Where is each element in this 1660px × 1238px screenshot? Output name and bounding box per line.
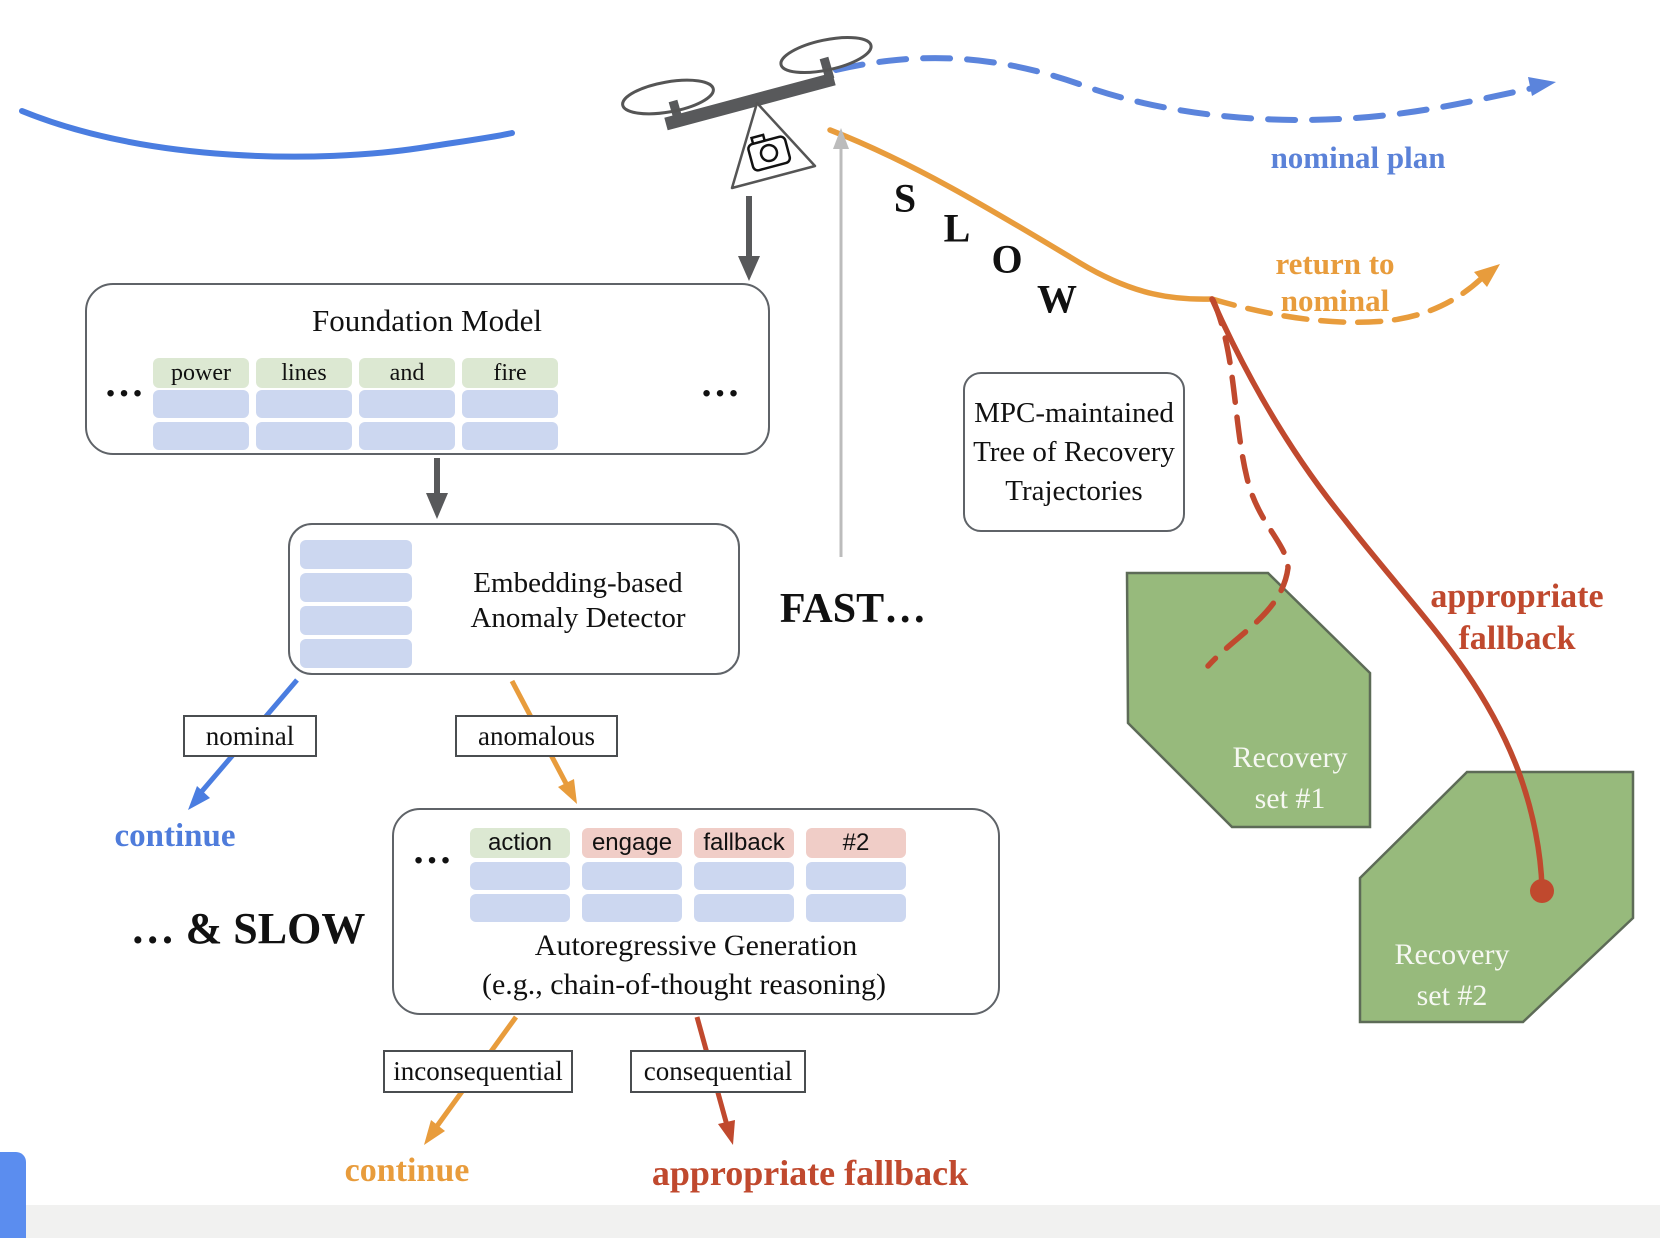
fm-token-header: and (359, 358, 455, 388)
fm-token-row (256, 390, 352, 418)
anomalous-label: anomalous (478, 720, 595, 751)
continue-nominal-label: continue (114, 818, 236, 854)
anomaly-detector-line1: Embedding-based (473, 567, 683, 599)
anomaly-detector-line2: Anomaly Detector (470, 602, 686, 634)
slow-letter-l: L (943, 205, 971, 251)
recovery-set-2-label: Recovery set #2 (1395, 934, 1510, 1016)
foundation-model-title: Foundation Model (312, 303, 542, 338)
slow-letter-w: W (1037, 276, 1077, 322)
return-to-nominal-dashed-curve (1209, 274, 1486, 325)
fm-ellipsis-right: … (700, 360, 742, 405)
fm-token-row (359, 390, 455, 418)
return-to-nominal-line2: nominal (1280, 283, 1390, 318)
anomaly-detector-label: Embedding-based Anomaly Detector (428, 566, 728, 636)
page-corner-artifact (0, 1152, 26, 1238)
slow-letter-o: O (991, 236, 1023, 282)
ag-token-row (470, 894, 570, 922)
ag-token-header: action (470, 828, 570, 858)
nominal-plan-arrowhead (1528, 77, 1556, 96)
detector-embedding-row (300, 606, 412, 635)
ag-ellipsis: … (412, 827, 454, 872)
mpc-line2: Tree of Recovery (973, 435, 1175, 468)
consequential-label: consequential (643, 1056, 793, 1086)
fallback-solid-curve (1209, 296, 1545, 891)
detector-embedding-row (300, 540, 412, 569)
fm-token-header: lines (256, 358, 352, 388)
appropriate-fallback-right-line2: fallback (1458, 620, 1576, 657)
nominal-plan-label: nominal plan (1270, 140, 1446, 175)
ag-token-row (470, 862, 570, 890)
ag-token-row (806, 862, 906, 890)
ag-token-header: engage (582, 828, 682, 858)
nominal-branch-arrowhead (188, 786, 210, 810)
fm-token-header: fire (462, 358, 558, 388)
fast-label: FAST… (779, 586, 927, 632)
nominal-label-box: nominal (183, 715, 317, 757)
inconsequential-label-box: inconsequential (383, 1050, 573, 1093)
return-to-nominal-label: return to nominal (1275, 245, 1394, 319)
mpc-line3: Trajectories (1005, 474, 1143, 507)
fm-token-header: power (153, 358, 249, 388)
fm-token-row (359, 422, 455, 450)
recovery-set-2-line1: Recovery (1394, 938, 1510, 971)
and-slow-label: … & SLOW (130, 904, 366, 953)
recovery-set-2-hexagon (1358, 770, 1635, 1024)
nominal-plan-dashed-curve (833, 55, 1541, 123)
recovery-set-1-line1: Recovery (1232, 741, 1348, 774)
anomalous-label-box: anomalous (455, 715, 618, 757)
fast-feedback-arrowhead (833, 128, 849, 149)
autoregressive-subtitle: (e.g., chain-of-thought reasoning) (481, 968, 887, 1001)
mpc-box: MPC-maintained Tree of Recovery Trajecto… (963, 372, 1185, 532)
fallback-endpoint-dot (1530, 879, 1554, 903)
consequential-branch-arrowhead (718, 1120, 735, 1145)
ag-token-row (582, 862, 682, 890)
fm-ellipsis-left: … (104, 360, 146, 405)
recovery-set-1-hexagon (1125, 571, 1372, 829)
detector-embedding-row (300, 573, 412, 602)
fm-token-row (462, 390, 558, 418)
inconsequential-label: inconsequential (393, 1056, 563, 1086)
appropriate-fallback-bottom-label: appropriate fallback (651, 1153, 969, 1193)
nominal-plan-solid-curve (19, 108, 515, 160)
appropriate-fallback-right-line1: appropriate (1430, 578, 1604, 615)
continue-inconsequential-label: continue (344, 1152, 470, 1189)
drone-to-model-arrowhead (738, 256, 760, 281)
ag-token-header: #2 (806, 828, 906, 858)
recovery-set-1-line2: set #1 (1254, 782, 1326, 815)
consequential-label-box: consequential (630, 1050, 806, 1093)
fm-token-row (153, 390, 249, 418)
autoregressive-title: Autoregressive Generation (534, 929, 858, 962)
drone-rotor-right (779, 35, 873, 75)
slow-letter-s: S (893, 175, 917, 221)
mpc-line1: MPC-maintained (974, 396, 1174, 429)
ag-token-row (582, 894, 682, 922)
return-to-nominal-line1: return to (1275, 246, 1395, 281)
return-to-nominal-arrowhead (1474, 264, 1500, 287)
recovery-set-2-line2: set #2 (1416, 979, 1488, 1012)
page-bottom-strip (0, 1205, 1660, 1238)
drone-rotor-left (621, 78, 715, 116)
appropriate-fallback-right-label: appropriate fallback (1430, 576, 1603, 660)
ag-token-row (694, 862, 794, 890)
ag-token-row (806, 894, 906, 922)
nominal-label: nominal (205, 720, 295, 751)
slow-trajectory-curve (827, 127, 1215, 302)
fm-token-row (153, 422, 249, 450)
drone-icon (621, 35, 873, 190)
inconsequential-branch-arrowhead (424, 1120, 445, 1145)
recovery-set-1-label: Recovery set #1 (1233, 737, 1348, 819)
anomalous-branch-arrowhead (558, 779, 577, 804)
fm-token-row (462, 422, 558, 450)
fm-token-row (256, 422, 352, 450)
fallback-dashed-curve (1205, 297, 1291, 669)
detector-embedding-row (300, 639, 412, 668)
camera-icon (747, 133, 792, 172)
ag-token-row (694, 894, 794, 922)
ag-token-header: fallback (694, 828, 794, 858)
model-to-detector-arrowhead (426, 493, 448, 519)
